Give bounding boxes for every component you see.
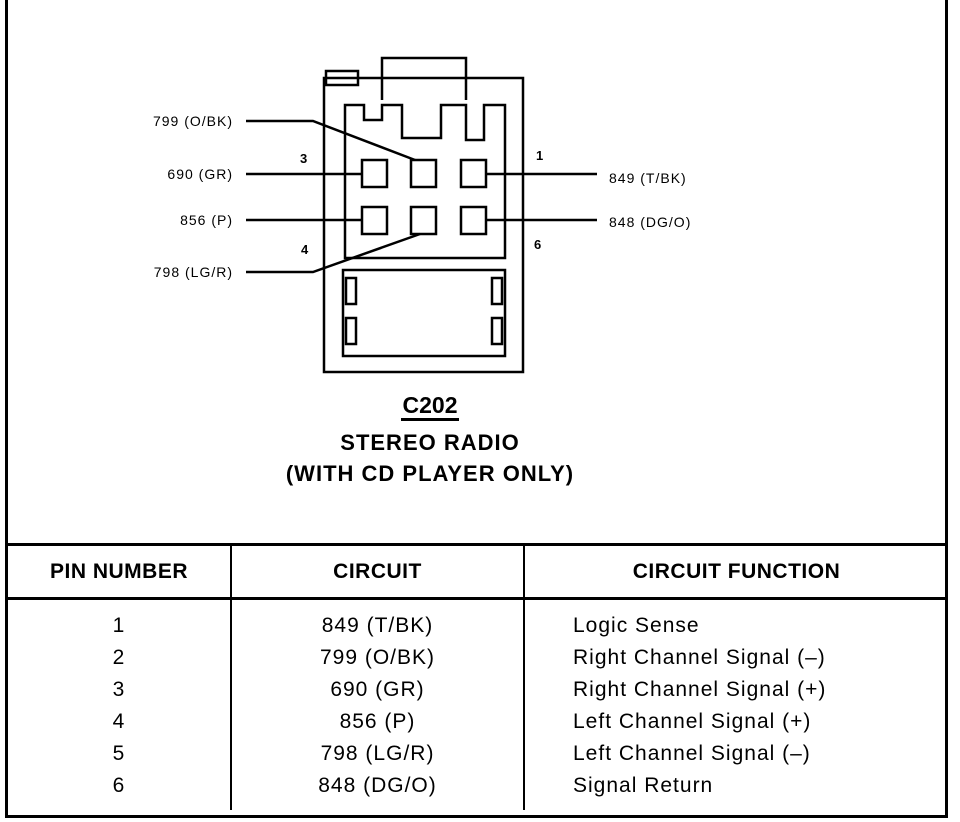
cell-function: Left Channel Signal (+) bbox=[523, 706, 948, 738]
cell-pin: 3 bbox=[112, 678, 126, 701]
pin-number-4: 4 bbox=[301, 242, 309, 257]
pin-table: PIN NUMBER CIRCUIT CIRCUIT FUNCTION 1 84… bbox=[8, 543, 948, 810]
cell-circuit: 849 (T/BK) bbox=[230, 598, 524, 642]
connector-name: C202 bbox=[400, 392, 460, 421]
connector-latch bbox=[380, 56, 468, 100]
cell-circuit: 848 (DG/O) bbox=[230, 770, 524, 810]
wire-798 bbox=[246, 232, 421, 274]
cell-function: Signal Return bbox=[523, 770, 948, 810]
cell-circuit: 690 (GR) bbox=[230, 674, 524, 706]
pin-5-terminal bbox=[409, 205, 438, 236]
pin-number-1: 1 bbox=[536, 148, 543, 163]
pin-number-3: 3 bbox=[300, 151, 307, 166]
connector-diagram: 799 (O/BK) 690 (GR) 856 (P) 798 (LG/R) 8… bbox=[153, 56, 691, 374]
wire-label-848: 848 (DG/O) bbox=[609, 214, 691, 230]
cell-pin: 5 bbox=[112, 742, 126, 765]
pin-cavity bbox=[343, 103, 507, 260]
wire-label-799: 799 (O/BK) bbox=[153, 113, 233, 129]
header-circuit: CIRCUIT bbox=[230, 543, 524, 600]
cell-function: Logic Sense bbox=[523, 598, 948, 642]
table-row: 2 799 (O/BK) Right Channel Signal (–) bbox=[8, 642, 948, 674]
table-row: 3 690 (GR) Right Channel Signal (+) bbox=[8, 674, 948, 706]
table-row: 6 848 (DG/O) Signal Return bbox=[8, 770, 948, 810]
table-header-row: PIN NUMBER CIRCUIT CIRCUIT FUNCTION bbox=[8, 543, 948, 600]
cell-circuit: 798 (LG/R) bbox=[230, 738, 524, 770]
wire-label-798: 798 (LG/R) bbox=[154, 264, 233, 280]
cell-circuit: 856 (P) bbox=[230, 706, 524, 738]
wire-label-856: 856 (P) bbox=[180, 212, 233, 228]
cell-function: Right Channel Signal (–) bbox=[523, 642, 948, 674]
cell-function: Left Channel Signal (–) bbox=[523, 738, 948, 770]
wire-label-849: 849 (T/BK) bbox=[609, 170, 687, 186]
cell-function: Right Channel Signal (+) bbox=[523, 674, 948, 706]
lower-slot bbox=[490, 276, 504, 306]
connector-title-line-2: (WITH CD PLAYER ONLY) bbox=[285, 461, 575, 486]
pin-number-6: 6 bbox=[534, 237, 541, 252]
cell-pin: 2 bbox=[112, 646, 126, 669]
lower-chamber bbox=[341, 268, 507, 358]
lower-slot bbox=[490, 316, 504, 346]
connector-housing bbox=[322, 76, 525, 374]
lower-slot bbox=[344, 276, 358, 306]
connector-tab bbox=[324, 69, 360, 87]
pin-6-terminal bbox=[459, 205, 488, 236]
pin-3-terminal bbox=[360, 158, 389, 189]
cell-pin: 6 bbox=[112, 774, 126, 797]
wire-label-690: 690 (GR) bbox=[167, 166, 233, 182]
pin-4-terminal bbox=[360, 205, 389, 236]
table-row: 5 798 (LG/R) Left Channel Signal (–) bbox=[8, 738, 948, 770]
lower-slot bbox=[344, 316, 358, 346]
cell-pin: 1 bbox=[112, 614, 126, 637]
cell-circuit: 799 (O/BK) bbox=[230, 642, 524, 674]
wire-799 bbox=[246, 119, 416, 162]
cell-pin: 4 bbox=[112, 710, 126, 733]
table-row: 1 849 (T/BK) Logic Sense bbox=[8, 598, 948, 642]
table-row: 4 856 (P) Left Channel Signal (+) bbox=[8, 706, 948, 738]
pin-1-terminal bbox=[459, 158, 488, 189]
connector-title-line-1: STEREO RADIO bbox=[340, 430, 520, 455]
pin-2-terminal bbox=[409, 158, 438, 189]
header-circuit-function: CIRCUIT FUNCTION bbox=[523, 543, 948, 600]
header-pin-number: PIN NUMBER bbox=[8, 543, 231, 600]
page-frame bbox=[5, 0, 948, 818]
connector-title-block: C202 STEREO RADIO (WITH CD PLAYER ONLY) bbox=[0, 392, 860, 489]
